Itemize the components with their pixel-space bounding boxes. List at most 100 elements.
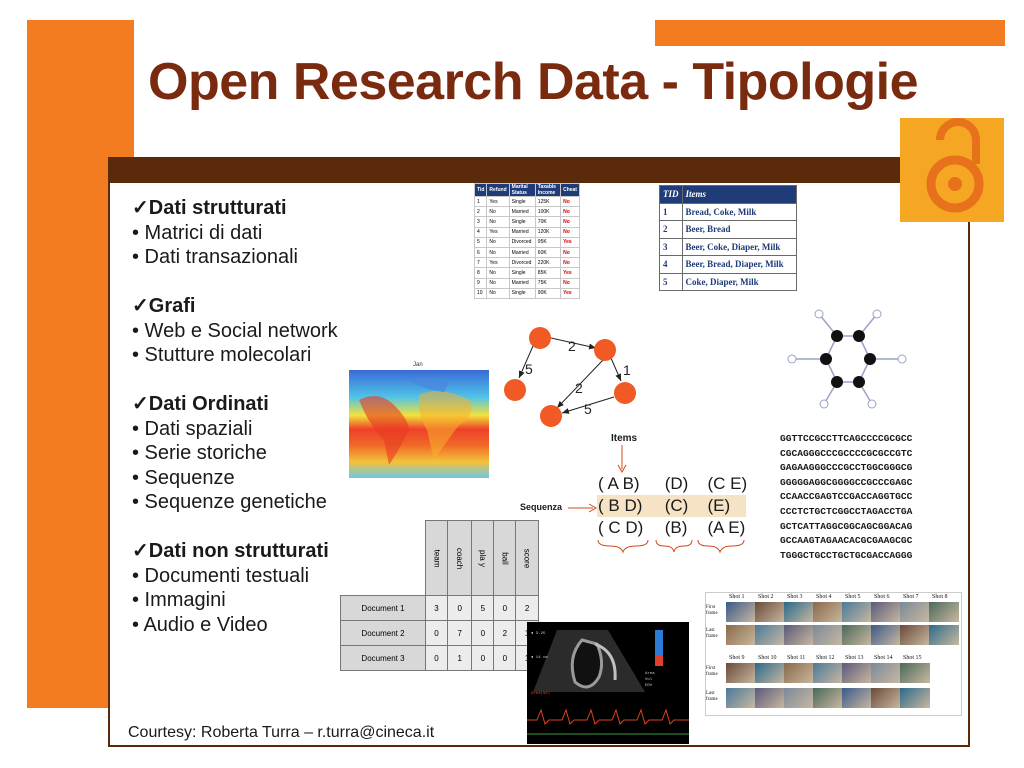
shot-row-label: First frame — [706, 666, 718, 677]
table-cell: Beer, Bread, Diaper, Milk — [681, 255, 797, 274]
graph-edge — [556, 359, 604, 409]
table-cell: Yes — [560, 267, 580, 279]
video-frame-thumbnail — [900, 625, 930, 645]
video-frame-thumbnail — [755, 625, 785, 645]
table-cell: 1 — [446, 645, 473, 671]
shot-label: Shot 9 — [729, 655, 745, 661]
shot-label: Shot 4 — [816, 594, 832, 600]
table-row: Document 207021 — [340, 620, 539, 646]
graph-node — [504, 379, 526, 401]
sequence-arrow — [617, 445, 627, 474]
video-frame-thumbnail — [842, 663, 872, 683]
edge-label: 5 — [525, 361, 533, 377]
table-cell: 3 — [425, 595, 448, 621]
shot-label: Shot 6 — [874, 594, 890, 600]
column-header: score — [515, 520, 539, 596]
bullet-group-graphs: ✓Grafi • Web e Social network • Stutture… — [132, 294, 392, 368]
column-header: Taxable Income — [534, 183, 562, 197]
video-frame-thumbnail — [871, 602, 901, 622]
video-frame-thumbnail — [784, 625, 814, 645]
shot-label: Shot 3 — [787, 594, 803, 600]
map-month-label: Jan — [413, 362, 423, 368]
row-header: Document 3 — [340, 645, 426, 671]
table-cell: Beer, Bread — [681, 220, 797, 239]
shot-row-label: Last frame — [706, 628, 718, 639]
sequence-element: ( B D) — [598, 496, 643, 515]
table-cell: 2 — [473, 206, 488, 218]
table-cell: 6 — [473, 246, 488, 259]
video-frame-thumbnail — [813, 602, 843, 622]
column-header: Tid — [473, 183, 488, 197]
video-frame-thumbnail — [784, 688, 814, 708]
table-cell: Single — [508, 216, 536, 228]
column-header: team — [425, 520, 448, 596]
svg-text:● 3.25: ● 3.25 — [531, 632, 546, 636]
table-cell: 0 — [446, 595, 473, 621]
dna-sequence: GGTTCCGCCTTCAGCCCCGCGCC CGCAGGGCCCGCCCCG… — [780, 432, 912, 563]
video-frame-thumbnail — [900, 688, 930, 708]
video-frame-thumbnail — [726, 602, 756, 622]
table-cell: No — [560, 206, 580, 218]
video-frame-thumbnail — [842, 625, 872, 645]
open-access-logo — [900, 118, 1004, 222]
video-frame-thumbnail — [900, 602, 930, 622]
table-cell: No — [560, 226, 580, 238]
bullet-list: ✓Dati strutturati • Matrici di dati • Da… — [132, 196, 392, 637]
table-cell: 3 — [473, 216, 488, 228]
bullet-heading: ✓Dati non strutturati — [132, 540, 329, 562]
table-cell: 3 — [659, 237, 683, 256]
table-cell: 8 — [473, 267, 488, 279]
video-frame-thumbnail — [929, 602, 959, 622]
table-cell: No — [486, 267, 510, 279]
sequence-element: (D) — [664, 474, 689, 493]
table-header-row: TID Items — [659, 185, 797, 204]
video-frame-thumbnail — [842, 602, 872, 622]
dna-line: CCCTCTGCTCGGCCTAGACCTGA — [780, 505, 913, 517]
table-header-row: Tid Refund Marital Status Taxable Income… — [473, 183, 580, 197]
video-frame-thumbnail — [813, 625, 843, 645]
table-cell: Single — [508, 287, 536, 299]
table-cell: 1 — [659, 202, 683, 221]
table-cell: No — [560, 277, 580, 289]
table-cell: 120K — [534, 226, 562, 238]
svg-text:Area: Area — [645, 671, 655, 676]
graph-edge — [550, 337, 597, 350]
shot-label: Shot 8 — [932, 594, 948, 600]
shot-label: Shot 2 — [758, 594, 774, 600]
sequence-highlight — [597, 495, 746, 517]
row-header: Document 1 — [340, 595, 426, 621]
table-cell: 2 — [493, 620, 517, 646]
table-cell: 5 — [473, 236, 488, 248]
video-frame-thumbnail — [813, 688, 843, 708]
dna-line: GCTCATTAGGCGGCAGCGGACAG — [780, 520, 913, 532]
bullet-item: • Serie storiche — [132, 442, 267, 464]
dna-line: TGGGCTGCCTGCTGCGACCAGGG — [780, 549, 913, 561]
table-cell: 5 — [659, 272, 683, 291]
table-cell: 220K — [534, 257, 562, 269]
shot-label: Shot 13 — [845, 655, 864, 661]
svg-text:● 14 cm: ● 14 cm — [531, 656, 548, 660]
column-header: ball — [493, 520, 517, 596]
sequence-row: ( B D) (C) (E) — [598, 496, 730, 516]
bullet-group-unstructured: ✓Dati non strutturati • Documenti testua… — [132, 539, 392, 637]
shot-label: Shot 11 — [787, 655, 806, 661]
table-cell: Divorced — [508, 236, 536, 248]
row-header: Document 2 — [340, 620, 426, 646]
graph-edge — [561, 396, 615, 414]
table-cell: 7 — [446, 620, 473, 646]
table-cell: 95K — [534, 236, 562, 248]
table-cell: No — [486, 216, 510, 228]
video-frame-thumbnail — [813, 663, 843, 683]
shot-row-label: First frame — [706, 605, 718, 616]
